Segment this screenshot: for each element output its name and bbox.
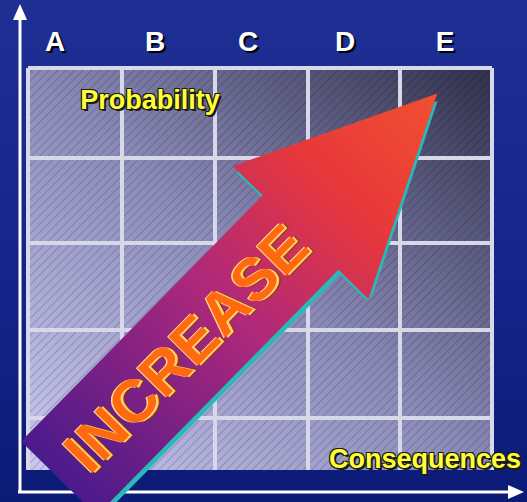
axis-label: Consequences xyxy=(329,446,521,473)
axis-label: Probability xyxy=(80,87,220,114)
axes xyxy=(13,4,524,499)
column-letter: C xyxy=(238,28,258,56)
column-letter: A xyxy=(45,28,65,56)
column-letter: E xyxy=(436,28,455,56)
column-letter: B xyxy=(145,28,165,56)
column-letter: D xyxy=(335,28,355,56)
